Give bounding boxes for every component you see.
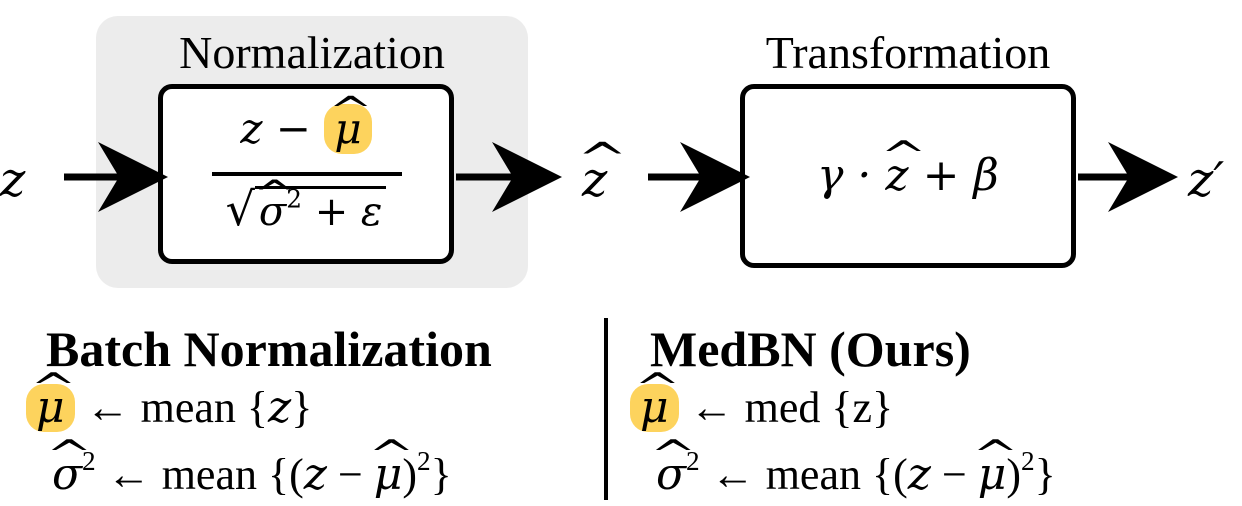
normalization-box (158, 84, 454, 264)
numerator-mu: μ (334, 105, 361, 152)
fraction-bar (212, 172, 402, 176)
batch-norm-title: Batch Normalization (46, 321, 492, 377)
medbn-mu: μ (640, 386, 669, 430)
batch-norm-mu-text: ← mean { (85, 383, 269, 432)
batch-norm-mu-rule: μ ← mean {z} (26, 384, 312, 432)
batch-norm-mu-highlight: μ (26, 384, 75, 432)
medbn-sigma-minus: − (941, 450, 967, 500)
medbn-mu-rule: μ ← med {z} (630, 384, 893, 432)
medbn-sigma-close-power: 2 (1021, 446, 1035, 476)
medbn-sigma-text: ← mean {( (710, 450, 908, 500)
sqrt-icon: √ (225, 182, 255, 236)
transformation-formula: γ · z + β (740, 150, 1076, 201)
normalization-title: Normalization (179, 27, 445, 78)
numerator-mu-highlight: μ (324, 104, 372, 155)
batch-norm-sigma-end: } (430, 450, 452, 500)
transformation-title: Transformation (765, 27, 1051, 78)
batch-norm-sigma-minus: − (337, 450, 363, 500)
batch-norm-mu-close: } (291, 383, 313, 432)
batch-norm-mu: μ (36, 386, 65, 430)
medbn-sigma: σ (656, 453, 686, 497)
batch-norm-mu-arg: z (268, 382, 292, 433)
formula-left: γ · (817, 150, 872, 201)
input-label: z (0, 152, 26, 208)
batch-norm-sigma-rule: σ2 ← mean {(z − μ)2} (52, 446, 452, 501)
medbn-mu-highlight: μ (630, 384, 679, 432)
batch-norm-sigma: σ (52, 453, 82, 497)
formula-right: + β (922, 150, 999, 201)
sqrt-content: σ2 + ε (254, 186, 387, 235)
formula-z: z (885, 150, 908, 201)
numerator-left: z − (240, 104, 311, 153)
batch-norm-sigma-text: ← mean {( (106, 450, 304, 500)
norm-denominator: √σ2 + ε (158, 184, 454, 235)
batch-norm-sigma-mu: μ (374, 453, 403, 497)
medbn-sigma-end: } (1034, 450, 1056, 500)
batch-norm-sigma-close-power: 2 (417, 446, 431, 476)
medbn-sigma-rule: σ2 ← mean {(z − μ)2} (656, 446, 1056, 501)
medbn-sigma-mu: μ (978, 453, 1007, 497)
batch-norm-sigma-z: z (303, 449, 327, 501)
medbn-mu-text: ← med {z} (689, 383, 894, 432)
medbn-sigma-z: z (907, 449, 931, 501)
denom-sigma: σ (259, 190, 286, 234)
medbn-title: MedBN (Ours) (650, 321, 971, 377)
denom-rest: + ε (314, 189, 383, 235)
output-label: z′ (1188, 152, 1225, 208)
norm-numerator: z − μ (158, 104, 454, 155)
intermediate-z: z (582, 152, 607, 208)
intermediate-label: z (582, 152, 607, 208)
